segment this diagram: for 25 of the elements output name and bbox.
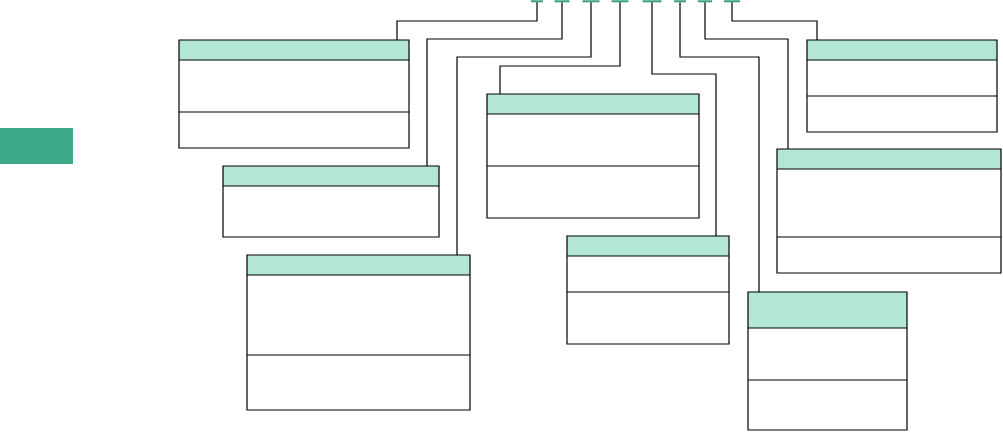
connector-line	[456, 1, 592, 256]
port-tick	[531, 0, 543, 3]
class-box	[776, 148, 1002, 274]
class-box	[246, 254, 471, 411]
class-box	[747, 291, 908, 431]
port-tick	[674, 0, 686, 3]
port-tick	[611, 0, 629, 3]
port-tick	[698, 0, 712, 3]
port-tick	[582, 0, 600, 3]
class-box	[222, 165, 440, 238]
connector-line	[426, 1, 563, 167]
tab-block	[0, 128, 73, 164]
connector-line	[731, 1, 818, 41]
class-box	[178, 39, 410, 149]
port-tick	[554, 0, 570, 3]
class-box	[806, 39, 998, 133]
port-tick	[642, 0, 662, 3]
connector-line	[499, 1, 621, 95]
class-box	[566, 235, 730, 345]
connector-line	[396, 1, 538, 41]
connector-line	[704, 1, 789, 150]
class-box	[486, 93, 700, 219]
connector-line	[651, 1, 717, 237]
connector-line	[679, 1, 760, 293]
port-tick	[724, 0, 740, 3]
